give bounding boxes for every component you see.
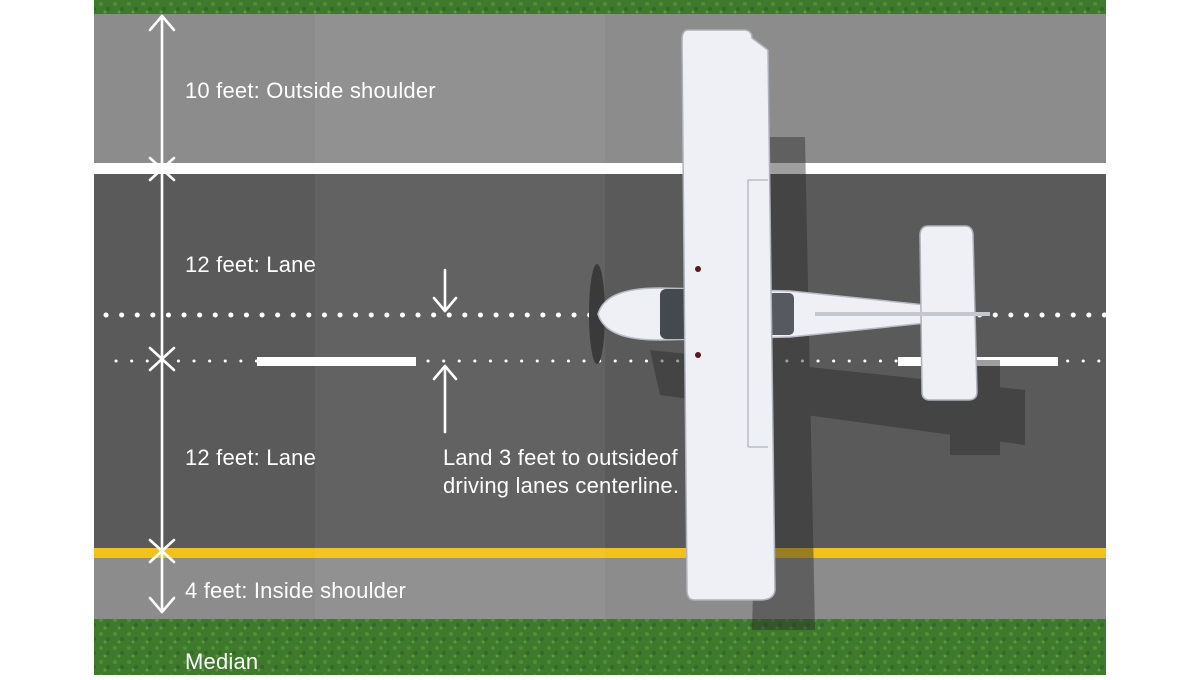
- double-arrow-icon: [148, 14, 176, 614]
- inside-shoulder-label: 4 feet: Inside shoulder: [185, 578, 407, 603]
- outside-shoulder-label: 10 feet: Outside shoulder: [185, 78, 436, 103]
- lane-dash: [257, 357, 416, 366]
- lane-dash: [898, 357, 1058, 366]
- median-label: Median: [185, 649, 259, 674]
- outside-shoulder: [94, 14, 1106, 164]
- top-grass: [94, 0, 1106, 14]
- white-edge-line: [94, 163, 1106, 174]
- median-grass: [94, 619, 1106, 675]
- yellow-edge-line: [94, 548, 1106, 558]
- left-margin: [0, 0, 94, 675]
- lower-lane-label: 12 feet: Lane: [185, 445, 317, 470]
- inside-shoulder: [94, 558, 1106, 619]
- right-margin: [1106, 0, 1200, 675]
- high-wing-airplane-icon: [589, 29, 990, 601]
- offset-arrow-icon: [432, 268, 458, 434]
- landing-instruction: Land 3 feet to outsideof driving lanes c…: [443, 445, 680, 498]
- upper-lane-label: 12 feet: Lane: [185, 252, 317, 277]
